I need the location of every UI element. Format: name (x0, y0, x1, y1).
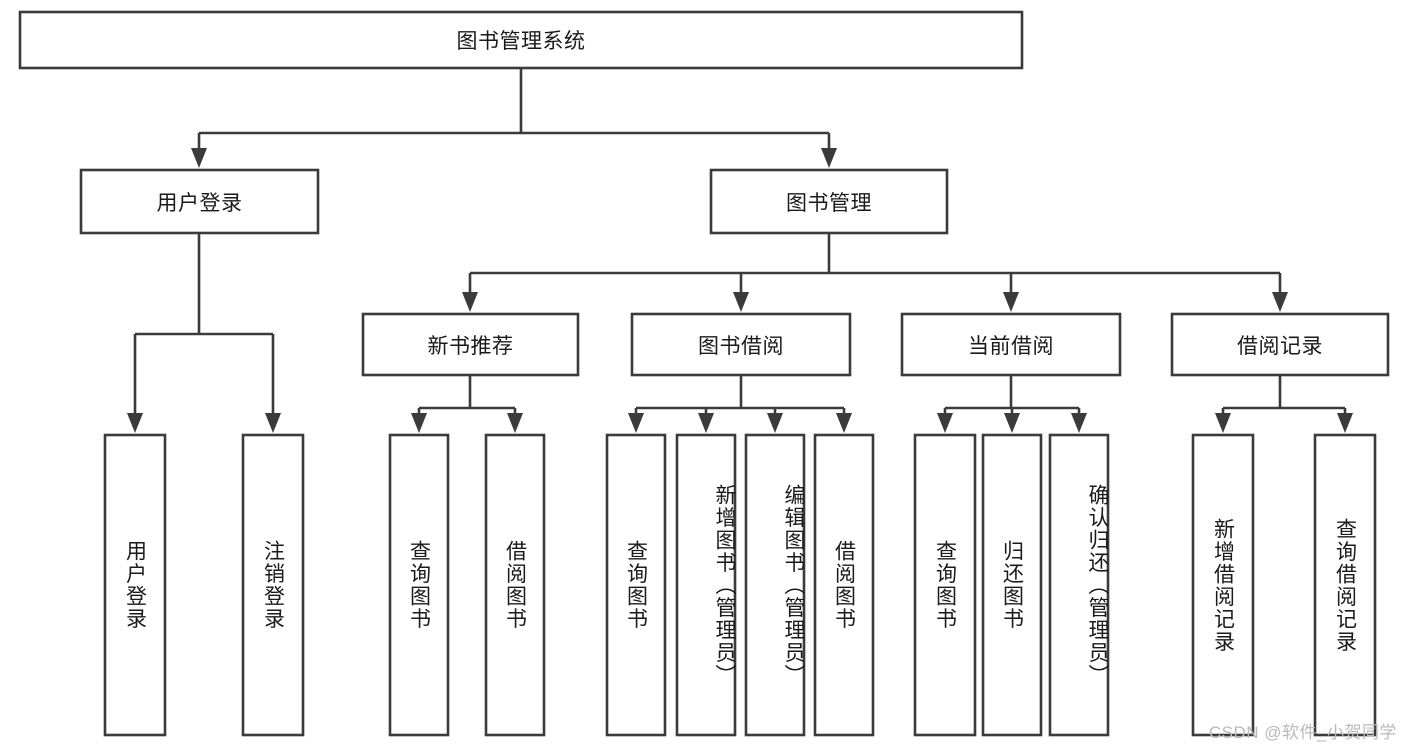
user-login-arrow-0 (127, 413, 143, 433)
book-manage-arrow-0 (462, 292, 478, 312)
user-login-arrow-1 (265, 413, 281, 433)
node-leaf-query-book-recommend[interactable] (388, 433, 450, 737)
node-leaf-return-book[interactable] (981, 433, 1043, 737)
node-borrow-record[interactable] (1170, 312, 1390, 377)
borrow-arrow-0 (628, 413, 644, 433)
node-current-borrow[interactable] (900, 312, 1122, 377)
current-arrow-1 (1004, 413, 1020, 433)
node-leaf-edit-book[interactable] (744, 433, 806, 737)
node-new-book-recommend[interactable] (361, 312, 580, 377)
node-leaf-query-record[interactable] (1313, 433, 1377, 737)
book-manage-arrow-1 (733, 292, 749, 312)
node-root[interactable] (18, 10, 1024, 70)
node-leaf-borrow-book[interactable] (813, 433, 875, 737)
root-arrow-0 (191, 148, 207, 168)
borrow-arrow-1 (698, 413, 714, 433)
node-book-manage[interactable] (709, 168, 949, 235)
book-manage-arrow-2 (1003, 292, 1019, 312)
record-arrow-1 (1337, 413, 1353, 433)
recommend-arrow-0 (411, 413, 427, 433)
node-user-login[interactable] (79, 168, 320, 235)
borrow-arrow-3 (836, 413, 852, 433)
node-leaf-logout[interactable] (241, 433, 305, 737)
current-arrow-2 (1071, 413, 1087, 433)
book-manage-arrow-3 (1272, 292, 1288, 312)
node-leaf-add-record[interactable] (1191, 433, 1255, 737)
node-book-borrow[interactable] (630, 312, 852, 377)
node-leaf-query-book-current[interactable] (913, 433, 977, 737)
root-arrow-1 (821, 148, 837, 168)
node-leaf-borrow-book-recommend[interactable] (484, 433, 546, 737)
node-leaf-add-book[interactable] (675, 433, 737, 737)
node-leaf-user-login[interactable] (103, 433, 167, 737)
record-arrow-0 (1215, 413, 1231, 433)
borrow-arrow-2 (767, 413, 783, 433)
node-leaf-query-book-borrow[interactable] (605, 433, 667, 737)
current-arrow-0 (937, 413, 953, 433)
recommend-arrow-1 (507, 413, 523, 433)
node-leaf-confirm-return[interactable] (1048, 433, 1110, 737)
